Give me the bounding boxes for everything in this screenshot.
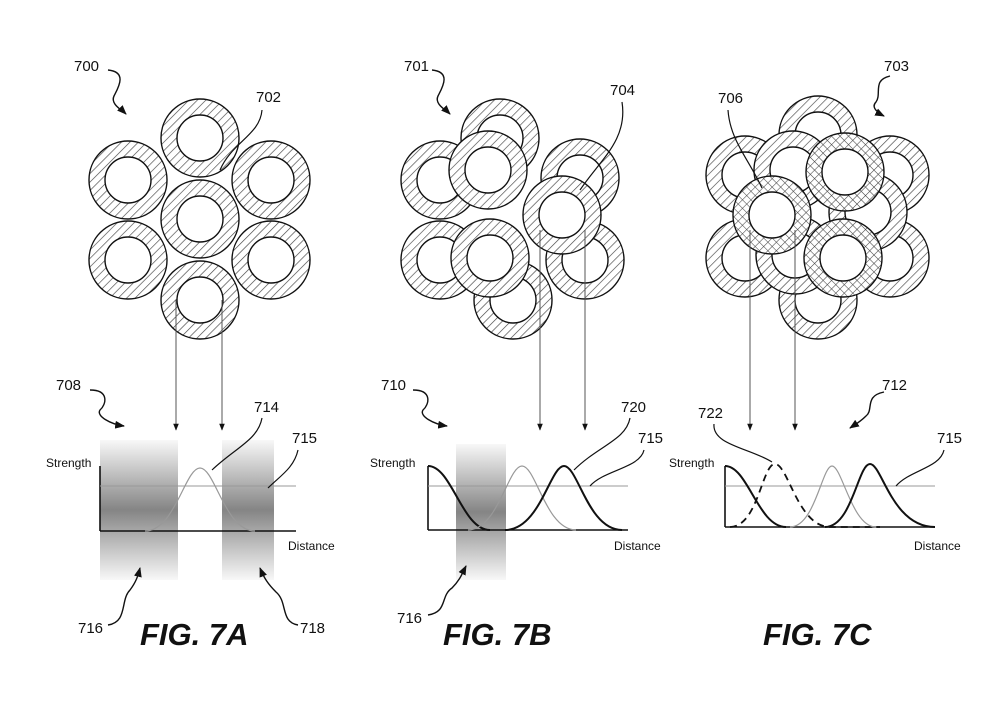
shaded-zone-716 — [100, 440, 178, 580]
strength-curve-722 — [729, 463, 880, 528]
hatched-ring-icon — [522, 175, 602, 255]
strength-curve — [427, 465, 491, 531]
ring-assembly-703 — [705, 95, 930, 340]
panel-fig-7a: 700 702 708 Strength Distance 714 715 71… — [46, 58, 335, 652]
ref-label-702: 702 — [256, 89, 281, 106]
hatched-ring-icon — [160, 98, 240, 178]
ref-label-706: 706 — [718, 90, 743, 107]
strength-curve-720 — [504, 464, 623, 531]
ref-label-715: 715 — [937, 430, 962, 447]
panel-fig-7b: 701 704 710 Strength Distance 720 715 71… — [370, 58, 663, 652]
y-axis-label: Strength — [46, 456, 91, 470]
leader-arrow-718 — [259, 567, 299, 626]
strength-curve — [724, 465, 787, 528]
leader-arrow-716 — [107, 567, 142, 626]
ref-label-704: 704 — [610, 82, 635, 99]
hatched-ring-icon — [88, 220, 168, 300]
leader-line-702 — [219, 109, 263, 171]
strength-curve-faint — [467, 465, 577, 531]
hatched-ring-icon — [88, 140, 168, 220]
y-axis-label: Strength — [370, 456, 415, 470]
leader-arrow-703 — [873, 75, 891, 117]
ref-label-714: 714 — [254, 399, 279, 416]
leader-arrow-701 — [431, 69, 451, 115]
figure-title-7c: FIG. 7C — [763, 617, 872, 652]
ref-label-720: 720 — [621, 399, 646, 416]
ref-label-712: 712 — [882, 377, 907, 394]
ref-label-716: 716 — [397, 610, 422, 627]
ref-label-718: 718 — [300, 620, 325, 637]
leader-line-715 — [895, 449, 945, 487]
strength-curve — [824, 462, 936, 528]
leader-line-715 — [589, 449, 645, 487]
ref-label-701: 701 — [404, 58, 429, 75]
x-axis-label: Distance — [288, 539, 335, 553]
ref-label-700: 700 — [74, 58, 99, 75]
panel-fig-7c: 703 706 712 Strength Distance 722 715 FI… — [669, 58, 962, 652]
leader-arrow-700 — [107, 69, 127, 115]
hatched-ring-icon — [231, 220, 311, 300]
ref-label-703: 703 — [884, 58, 909, 75]
leader-arrow-710 — [412, 389, 448, 429]
leader-line-720 — [573, 417, 631, 471]
ring-assembly-701 — [400, 98, 625, 340]
hatched-ring-icon — [160, 179, 240, 259]
leader-arrow-708 — [89, 389, 125, 429]
ref-label-710: 710 — [381, 377, 406, 394]
crosshatched-ring-icon — [803, 218, 883, 298]
y-axis-label: Strength — [669, 456, 714, 470]
x-axis-label: Distance — [614, 539, 661, 553]
x-axis-label: Distance — [914, 539, 961, 553]
strength-curve-714 — [144, 467, 256, 532]
hatched-ring-icon — [448, 130, 528, 210]
leader-line-706 — [727, 109, 763, 189]
shaded-zone-718 — [222, 440, 274, 580]
ref-label-716: 716 — [78, 620, 103, 637]
leader-line-722 — [713, 423, 773, 463]
strength-curve-faint — [789, 465, 877, 528]
figure-title-7b: FIG. 7B — [443, 617, 552, 652]
leader-line-714 — [211, 417, 263, 471]
crosshatched-ring-icon — [805, 132, 885, 212]
crosshatched-ring-icon — [732, 175, 812, 255]
ring-assembly-700 — [88, 98, 311, 340]
hatched-ring-icon — [160, 260, 240, 340]
hatched-ring-icon — [450, 218, 530, 298]
leader-arrow-716 — [427, 565, 467, 616]
ref-label-715: 715 — [638, 430, 663, 447]
shaded-zone-716 — [456, 444, 506, 580]
leader-line-715 — [267, 449, 299, 489]
figure-title-7a: FIG. 7A — [140, 617, 249, 652]
leader-line-704 — [579, 101, 624, 191]
ref-label-722: 722 — [698, 405, 723, 422]
ref-label-715: 715 — [292, 430, 317, 447]
ref-label-708: 708 — [56, 377, 81, 394]
leader-arrow-712 — [849, 391, 885, 429]
hatched-ring-icon — [231, 140, 311, 220]
